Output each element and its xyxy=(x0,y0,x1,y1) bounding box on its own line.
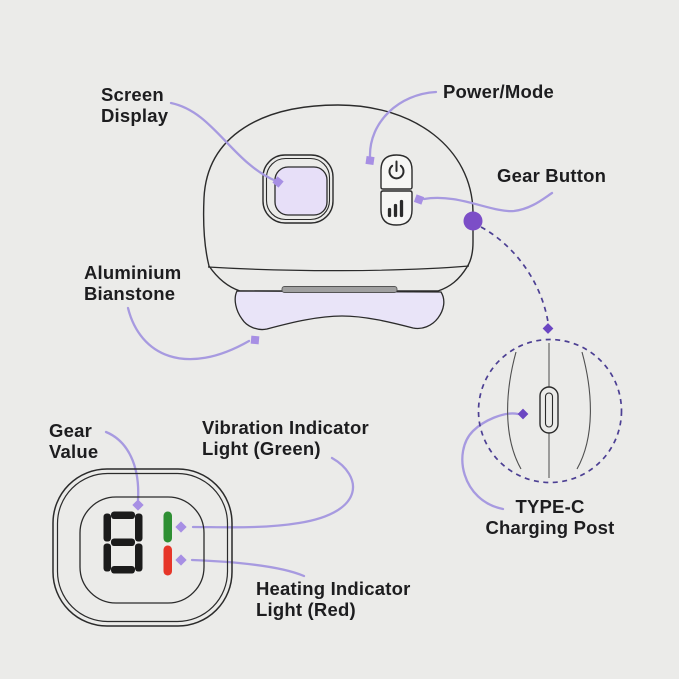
magnified-display xyxy=(52,468,233,627)
dashed-leader xyxy=(480,226,549,323)
label-gear-button: Gear Button xyxy=(497,165,607,186)
display-outer-ring xyxy=(52,468,233,627)
bianstone-plate xyxy=(234,290,445,331)
marker-gear xyxy=(413,194,425,205)
connector-vibration xyxy=(191,456,355,529)
display-mid-ring xyxy=(56,472,229,623)
vibration-light xyxy=(163,511,172,543)
plate-clip-bar xyxy=(281,286,398,293)
marker-gear-value xyxy=(132,499,144,511)
connector-heating xyxy=(190,558,306,578)
label-type-c: TYPE-C Charging Post xyxy=(485,496,615,538)
connector-screen-display xyxy=(169,101,278,183)
heating-light xyxy=(163,545,172,576)
side-contour-left xyxy=(507,351,522,470)
power-mode-button xyxy=(380,154,413,190)
device-illustration xyxy=(202,104,483,331)
label-screen-display: Screen Display xyxy=(101,84,169,126)
marker-detail-top xyxy=(542,323,554,334)
charging-post-dot xyxy=(463,211,483,231)
marker-screen xyxy=(272,176,284,188)
connector-power-mode xyxy=(368,90,438,159)
power-icon xyxy=(388,160,405,180)
side-contour-right xyxy=(576,351,591,470)
connector-bianstone xyxy=(126,306,251,361)
connector-type-c xyxy=(461,412,520,511)
marker-bianstone xyxy=(250,335,260,345)
gear-digit xyxy=(103,511,143,574)
marker-power xyxy=(365,155,375,166)
display-inner-ring xyxy=(79,496,205,604)
connector-gear-button xyxy=(422,191,554,213)
label-gear-value: Gear Value xyxy=(49,420,99,462)
detail-circle xyxy=(477,338,623,484)
label-vibration-indicator: Vibration Indicator Light (Green) xyxy=(202,417,369,459)
label-heating-indicator: Heating Indicator Light (Red) xyxy=(256,578,411,620)
gear-level-icon xyxy=(387,199,404,218)
type-c-detail xyxy=(477,226,623,484)
device-body-outline xyxy=(202,104,474,292)
device-base-seam xyxy=(207,265,470,272)
gear-level-button xyxy=(380,190,413,226)
marker-vibration xyxy=(175,521,187,533)
screen-window xyxy=(262,154,334,224)
marker-usb-port xyxy=(517,408,529,420)
label-power-mode: Power/Mode xyxy=(443,81,554,102)
usb-c-port-icon xyxy=(539,386,559,434)
marker-heating xyxy=(175,554,187,566)
connector-gear-value xyxy=(104,430,140,502)
label-aluminium-bianstone: Aluminium Bianstone xyxy=(84,262,182,304)
